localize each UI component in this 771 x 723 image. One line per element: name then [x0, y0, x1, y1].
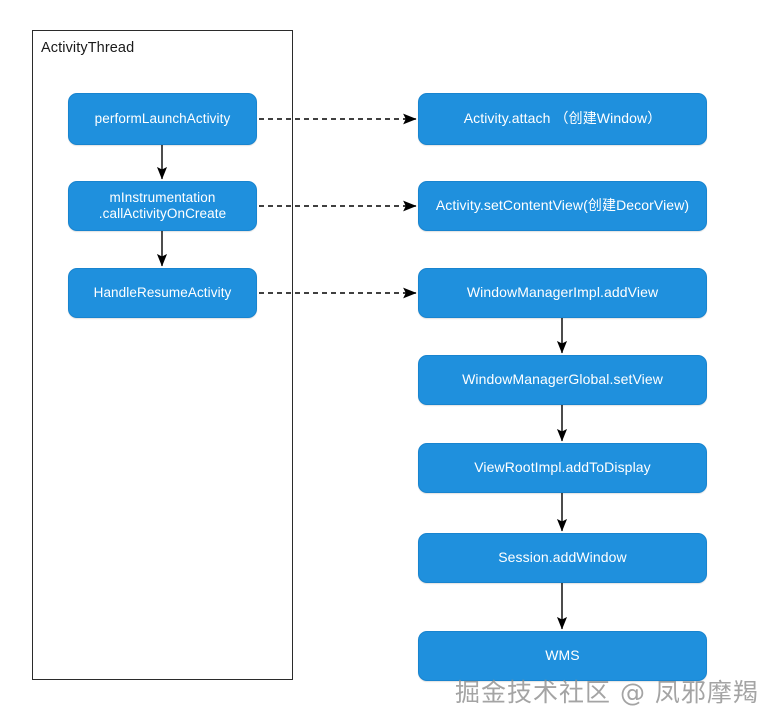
node-label: performLaunchActivity	[94, 110, 231, 126]
node-ActivityAttach[interactable]: Activity.attach （创建Window）	[418, 93, 707, 145]
node-WindowManagerImplAddView[interactable]: WindowManagerImpl.addView	[418, 268, 707, 318]
node-performLaunchActivity[interactable]: performLaunchActivity	[68, 93, 257, 145]
node-label: Session.addWindow	[498, 549, 627, 566]
node-label: Activity.attach （创建Window）	[463, 110, 662, 127]
node-mInstrumentation[interactable]: mInstrumentation .callActivityOnCreate	[68, 181, 257, 231]
node-label: ViewRootImpl.addToDisplay	[474, 459, 651, 476]
group-label-activitythread: ActivityThread	[41, 40, 135, 56]
node-WMS[interactable]: WMS	[418, 631, 707, 681]
node-label: WindowManagerImpl.addView	[466, 284, 659, 301]
node-label: Activity.setContentView(创建DecorView)	[435, 197, 690, 214]
node-WindowManagerGlobalSetView[interactable]: WindowManagerGlobal.setView	[418, 355, 707, 405]
watermark-text: 掘金技术社区 @ 凤邪摩羯	[455, 678, 759, 707]
node-SessionAddWindow[interactable]: Session.addWindow	[418, 533, 707, 583]
node-ActivitySetContentView[interactable]: Activity.setContentView(创建DecorView)	[418, 181, 707, 231]
node-label: HandleResumeActivity	[93, 284, 232, 300]
node-label: WindowManagerGlobal.setView	[462, 371, 663, 388]
node-label: WMS	[545, 647, 580, 664]
node-HandleResumeActivity[interactable]: HandleResumeActivity	[68, 268, 257, 318]
node-label: mInstrumentation .callActivityOnCreate	[98, 189, 227, 221]
node-ViewRootImplAddToDisplay[interactable]: ViewRootImpl.addToDisplay	[418, 443, 707, 493]
